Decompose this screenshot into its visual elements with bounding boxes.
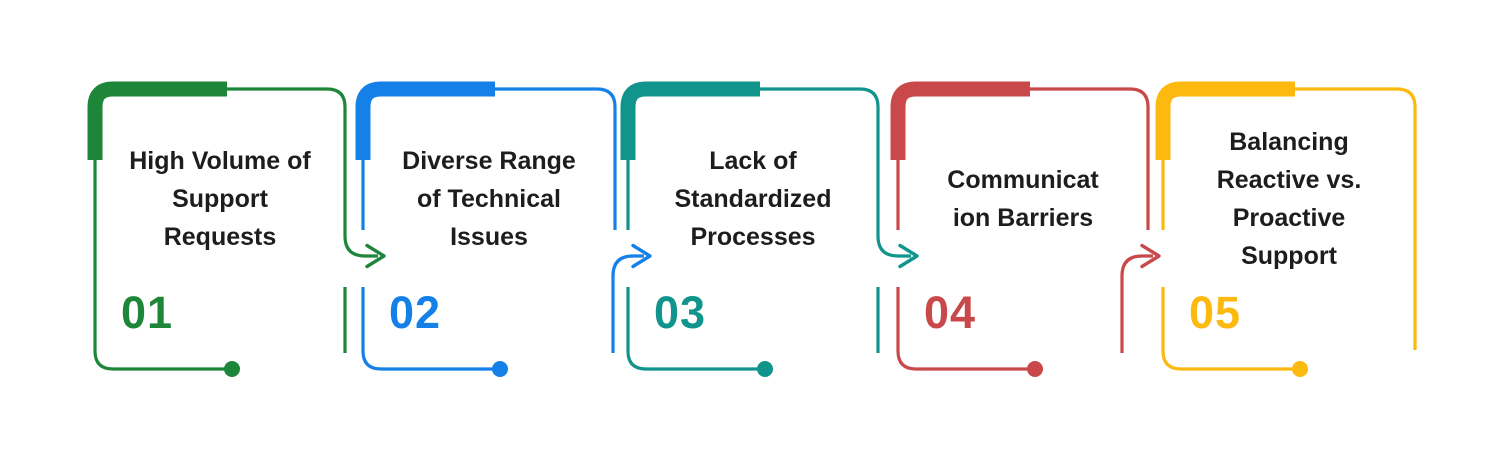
step-card-3: Lack of Standardized Processes 03 — [628, 0, 878, 459]
step-number: 02 — [389, 287, 442, 338]
arrow-right-icon — [1140, 243, 1161, 269]
end-dot — [1027, 361, 1043, 377]
step-number: 04 — [924, 287, 977, 338]
card-corner-accent — [355, 81, 495, 160]
step-title: Lack of Standardized Processes — [674, 147, 832, 251]
card-corner-accent — [1155, 81, 1295, 160]
card-corner-accent — [87, 81, 227, 160]
step-title: Communicat ion Barriers — [947, 166, 1099, 232]
step-number: 03 — [654, 287, 707, 338]
arrow-right-icon — [898, 243, 919, 269]
end-dot — [1292, 361, 1308, 377]
step-title: High Volume of Support Requests — [129, 147, 311, 251]
step-number: 05 — [1189, 287, 1242, 338]
arrow-right-icon — [365, 243, 386, 269]
arrow-right-icon — [631, 243, 652, 269]
end-dot — [757, 361, 773, 377]
step-card-art-2 — [355, 81, 652, 377]
step-number: 01 — [121, 287, 174, 338]
step-card-1: High Volume of Support Requests 01 — [95, 0, 345, 459]
step-title: Diverse Range of Technical Issues — [402, 147, 576, 251]
step-card-2: Diverse Range of Technical Issues 02 — [363, 0, 615, 459]
card-corner-accent — [890, 81, 1030, 160]
step-card-art-4 — [890, 81, 1161, 377]
step-card-5: Balancing Reactive vs. Proactive Support… — [1163, 0, 1415, 459]
step-card-4: Communicat ion Barriers 04 — [898, 0, 1148, 459]
step-card-art-3 — [620, 81, 919, 377]
step-card-art-5 — [1155, 81, 1417, 377]
end-dot — [492, 361, 508, 377]
card-corner-accent — [620, 81, 760, 160]
step-card-art-1 — [87, 81, 386, 377]
end-dot — [224, 361, 240, 377]
step-title: Balancing Reactive vs. Proactive Support — [1216, 128, 1362, 270]
